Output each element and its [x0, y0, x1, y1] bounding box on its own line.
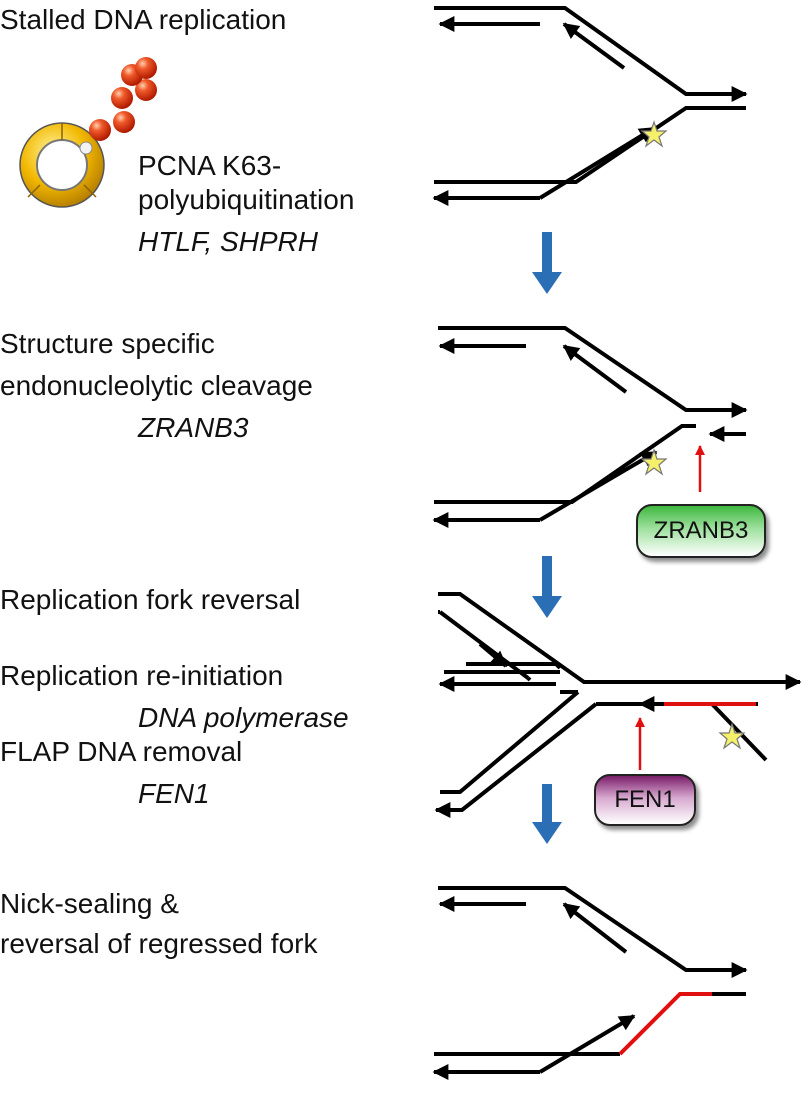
fork-sealed — [432, 886, 748, 1080]
flow-arrow-icon — [532, 556, 562, 618]
zranb3-box: ZRANB3 — [636, 504, 766, 558]
sealed-new-dna — [618, 992, 712, 1056]
pcna-label-line2: polyubiquitination — [138, 184, 355, 215]
cleavage-label-line2: endonucleolytic cleavage — [0, 370, 313, 401]
fork-cleavage — [432, 326, 748, 528]
nick-sealing-label-line1: Nick-sealing & — [0, 888, 179, 919]
lesion-star-icon — [640, 120, 668, 148]
zranb3-box-label: ZRANB3 — [653, 517, 749, 544]
fork-stalled — [432, 6, 748, 206]
cleavage-label-line1: Structure specific — [0, 328, 215, 359]
fen1-box: FEN1 — [594, 774, 696, 826]
nick-sealing-label-line2: reversal of regressed fork — [0, 928, 318, 959]
flap-removal-label: FLAP DNA removal — [0, 736, 243, 767]
lesion-star-icon — [718, 722, 746, 750]
fork-regressed — [434, 592, 802, 818]
fen1-box-label: FEN1 — [614, 786, 676, 813]
flap-gene-label: FEN1 — [138, 778, 210, 809]
fork-reversal-label: Replication fork reversal — [0, 584, 301, 615]
pcna-ubiquitin-icon — [19, 57, 157, 208]
pcna-genes-label: HTLF, SHPRH — [138, 226, 318, 257]
step-stalled-label: Stalled DNA replication — [0, 4, 287, 35]
reinitiation-label: Replication re-initiation — [0, 660, 284, 691]
pcna-label-line1: PCNA K63- — [138, 150, 282, 181]
flow-arrow-icon — [532, 232, 562, 294]
lesion-star-icon — [640, 448, 668, 476]
flow-arrow-icon — [532, 784, 562, 844]
cleavage-gene-label: ZRANB3 — [138, 412, 249, 443]
polymerase-label: DNA polymerase — [138, 702, 349, 733]
